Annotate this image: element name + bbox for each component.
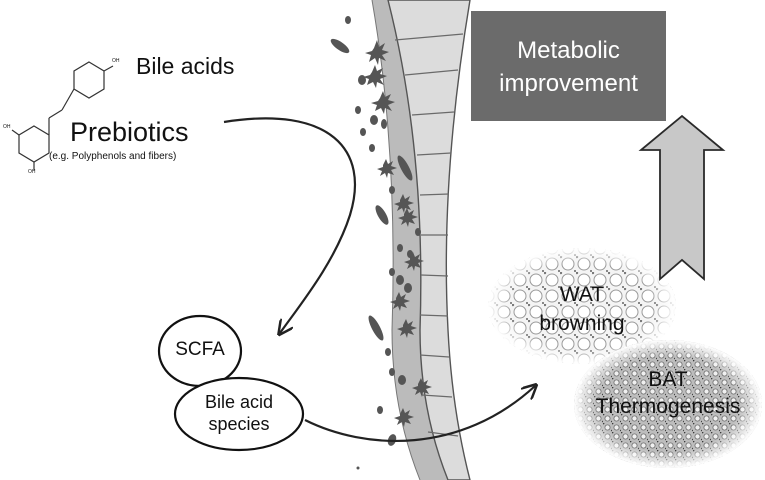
gut-microbe-icon <box>330 38 350 54</box>
bile-acids-label: Bile acids <box>136 53 235 79</box>
metabolic-improvement-label-line2: improvement <box>499 70 638 97</box>
gut-microbe-icon <box>398 375 406 385</box>
gut-microbe-icon <box>356 466 360 470</box>
gut-microbe-icon <box>412 378 432 397</box>
gut-microbe-icon <box>371 91 395 114</box>
wall-segments <box>394 33 464 437</box>
prebiotics-label: Prebiotics <box>70 117 189 147</box>
wat-label-line1: WAT <box>559 283 605 306</box>
gut-microbe-icon <box>358 75 366 85</box>
oh-top-label: OH <box>112 58 120 64</box>
gut-microbe-icon <box>389 268 395 276</box>
gut-microbe-icon <box>390 292 410 311</box>
gut-microbe-icon <box>375 205 389 225</box>
oh-left-label: OH <box>3 124 11 130</box>
gut-microbe-icon <box>360 128 366 136</box>
gut-microbe-icon <box>365 40 389 65</box>
gut-microbe-icon <box>397 319 417 338</box>
oh-bottom-label: OH <box>28 169 36 175</box>
bile-acid-species-label-line1: Bile acid <box>204 392 274 412</box>
gut-microbe-icon <box>415 228 421 236</box>
prebiotics-example-label: (e.g. Polyphenols and fibers) <box>49 151 177 162</box>
gut-microbe-icon <box>381 119 387 129</box>
gut-microbe-icon <box>404 283 412 293</box>
gut-microbe-icon <box>355 106 361 114</box>
arrow-to-adipose <box>304 386 535 443</box>
metabolic-improvement-box <box>471 11 666 121</box>
gut-microbe-icon <box>389 368 395 376</box>
gut-microbe-icon <box>397 244 403 252</box>
gut-microbe-icon <box>385 348 391 356</box>
intestinal-wall <box>371 0 471 480</box>
scfa-label: SCFA <box>175 339 225 360</box>
polyphenol-structure-icon <box>11 61 114 170</box>
gut-microbe-icon <box>368 315 384 341</box>
gut-microbe-icon <box>398 208 418 227</box>
metabolic-improvement-label-line1: Metabolic <box>517 37 620 64</box>
gut-microbe-icon <box>397 155 413 181</box>
bat-label-line1: BAT <box>648 368 688 391</box>
bile-acid-species-label-line2: species <box>208 414 270 434</box>
arrow-to-metabolites <box>223 117 356 333</box>
gut-microbe-icon <box>377 406 383 414</box>
up-arrow <box>638 114 726 281</box>
wat-label-line2: browning <box>539 312 625 335</box>
gut-microbe-icon <box>363 65 387 88</box>
white-adipose-tissue-icon <box>488 248 676 364</box>
gut-microbe-icon <box>394 408 414 427</box>
bat-label-line2: Thermogenesis <box>595 395 741 418</box>
gut-microbe-icon <box>396 275 404 285</box>
gut-microbe-icon <box>369 144 375 152</box>
brown-adipose-tissue-icon <box>574 340 762 468</box>
bile-acid-species-bubble <box>173 376 305 452</box>
gut-microbe-icon <box>389 186 395 194</box>
gut-microbe-icon <box>377 159 397 178</box>
gut-microbes <box>330 16 432 470</box>
gut-microbe-icon <box>345 16 351 24</box>
gut-microbe-icon <box>370 115 378 125</box>
gut-microbe-icon <box>404 252 424 271</box>
gut-microbe-icon <box>394 194 414 213</box>
